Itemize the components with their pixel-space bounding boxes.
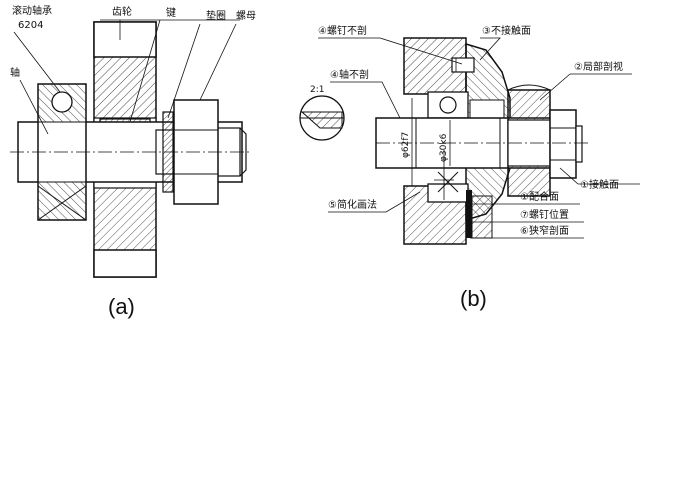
- label-bearing-number: 6204: [18, 20, 43, 31]
- detail-scale: 2:1: [310, 85, 324, 95]
- gear-rim-top: [93, 21, 157, 58]
- dim-d30: φ30k6: [439, 133, 449, 162]
- label-screw-no-section: ④螺钉不剖: [318, 24, 367, 37]
- label-gear: 齿轮: [112, 5, 132, 18]
- nut-b: [549, 109, 577, 179]
- screw: [451, 57, 475, 73]
- label-bearing: 滚动轴承: [12, 4, 52, 17]
- gear-rim-bottom: [93, 249, 157, 278]
- label-screw-position: ⑦螺钉位置: [520, 208, 569, 221]
- label-fit-surface: ①配合面: [520, 190, 559, 203]
- label-simplified: ⑤简化画法: [328, 198, 377, 211]
- label-key: 键: [166, 6, 176, 19]
- narrow-section: [466, 190, 472, 238]
- label-shaft-no-section: ④轴不剖: [330, 68, 369, 81]
- ball: [51, 91, 73, 113]
- label-shaft: 轴: [10, 66, 20, 79]
- label-contact: ①接触面: [580, 178, 619, 191]
- dim-d62: φ62f7: [401, 132, 411, 158]
- label-nut: 螺母: [236, 10, 256, 22]
- label-partial-section: ②局部剖视: [574, 60, 623, 73]
- caption-b: (b): [460, 286, 487, 311]
- label-washer: 垫圈: [206, 9, 226, 22]
- panel-a-drawing: 滚动轴承 6204 轴 齿轮 键 垫圈 螺母: [10, 4, 256, 278]
- caption-a: (a): [108, 294, 135, 319]
- label-no-contact: ③不接触面: [482, 24, 531, 37]
- panel-b-drawing: 2:1: [299, 24, 640, 245]
- label-narrow-section: ⑥狭窄剖面: [520, 224, 569, 237]
